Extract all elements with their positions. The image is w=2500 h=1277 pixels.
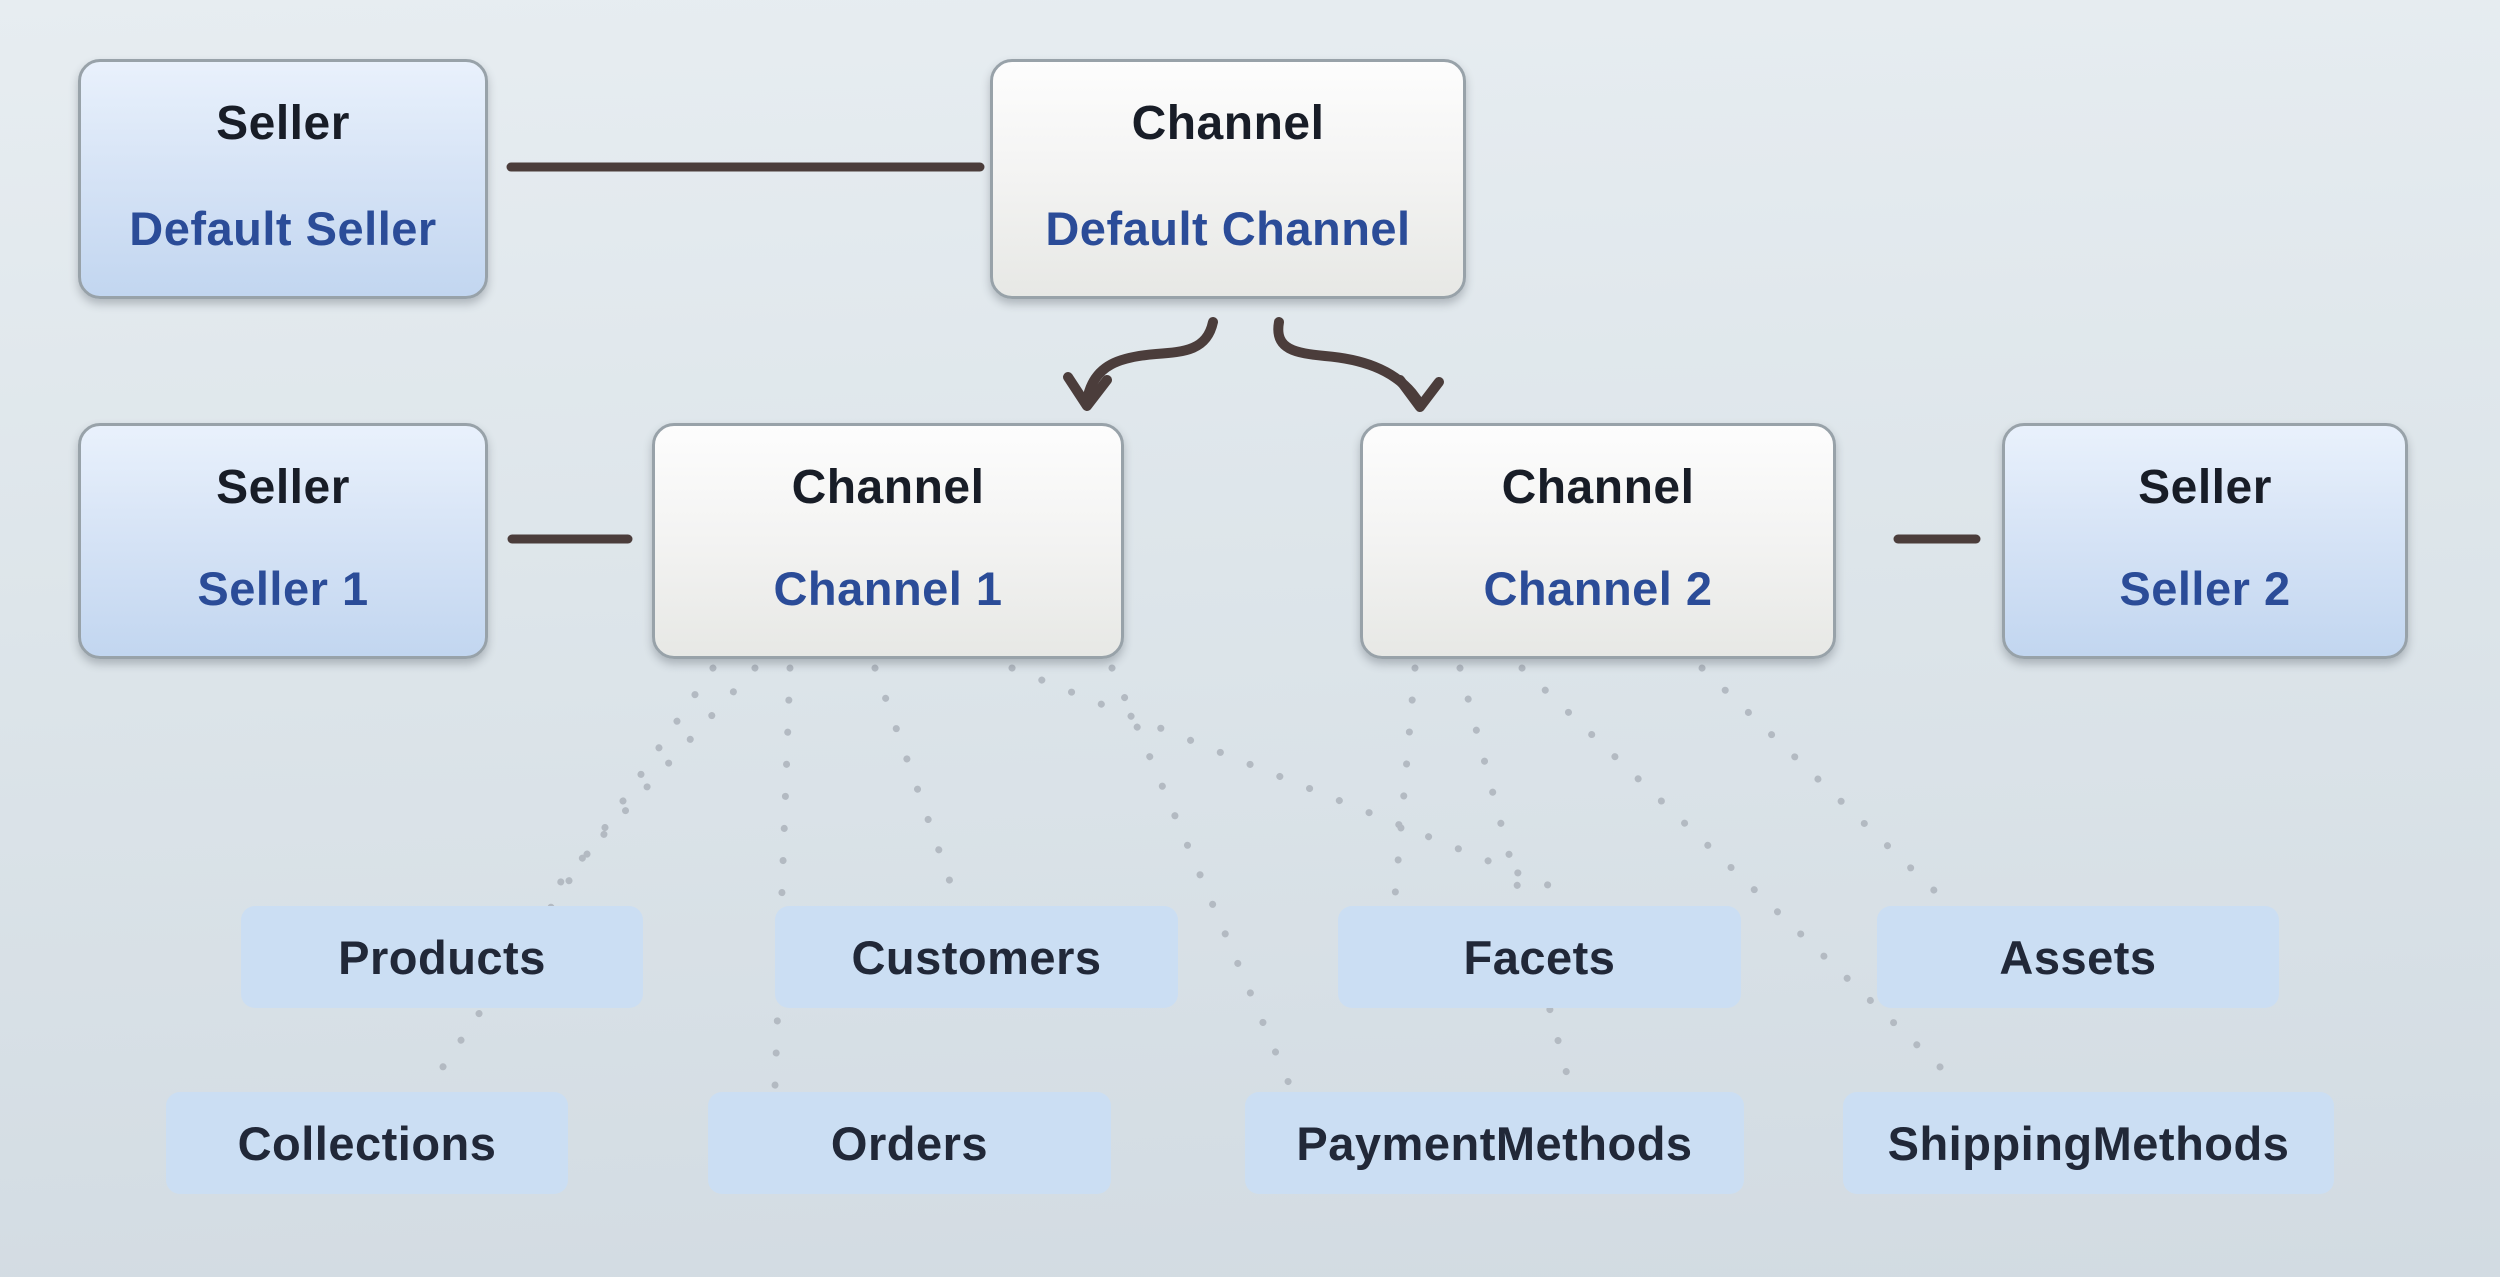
- node-name-label: Channel 1: [773, 562, 1003, 615]
- link-channel2-facets: [1391, 664, 1419, 900]
- link-channel1-orders: [771, 664, 794, 1090]
- entity-products: Products: [241, 906, 643, 1008]
- entity-collections: Collections: [166, 1092, 568, 1194]
- entity-label: Assets: [1999, 930, 2157, 984]
- entity-assets: Assets: [1877, 906, 2279, 1008]
- node-default-channel: Channel Default Channel: [990, 59, 1466, 299]
- node-default-seller: Seller Default Seller: [78, 59, 488, 299]
- entity-paymentmethods: PaymentMethods: [1245, 1092, 1744, 1194]
- arrow-shaft-right: [1273, 317, 1423, 406]
- link-channel2-paymentmethods: [1456, 664, 1574, 1090]
- link-channel1-facets: [1008, 664, 1579, 900]
- entity-label: ShippingMethods: [1887, 1116, 2290, 1170]
- link-channel2-shippingmethods: [1518, 664, 1964, 1090]
- node-seller-2: Seller Seller 2: [2002, 423, 2408, 659]
- link-channel1-paymentmethods: [1108, 664, 1294, 1090]
- arrow-defaultchannel-to-channel2: [1273, 317, 1444, 412]
- node-name-label: Seller 2: [2119, 562, 2291, 615]
- entity-label: Products: [338, 930, 546, 984]
- entity-orders: Orders: [708, 1092, 1111, 1194]
- node-type-label: Channel: [791, 461, 985, 514]
- arrow-shaft-left: [1082, 317, 1218, 406]
- node-type-label: Channel: [1131, 97, 1325, 150]
- node-type-label: Seller: [216, 461, 350, 514]
- node-type-label: Channel: [1501, 461, 1695, 514]
- entity-label: Facets: [1463, 930, 1616, 984]
- node-channel-1: Channel Channel 1: [652, 423, 1124, 659]
- link-channel1-customers: [871, 664, 959, 900]
- node-name-label: Channel 2: [1483, 562, 1713, 615]
- node-seller-1: Seller Seller 1: [78, 423, 488, 659]
- node-type-label: Seller: [2138, 461, 2272, 514]
- entity-shippingmethods: ShippingMethods: [1843, 1092, 2334, 1194]
- arrow-head-left: [1063, 372, 1112, 411]
- node-name-label: Default Channel: [1045, 202, 1411, 255]
- arrow-defaultchannel-to-channel1: [1063, 317, 1218, 411]
- node-name-label: Default Seller: [129, 202, 437, 255]
- node-channel-2: Channel Channel 2: [1360, 423, 1836, 659]
- node-name-label: Seller 1: [197, 562, 369, 615]
- entity-label: Customers: [851, 930, 1102, 984]
- link-channel2-assets: [1698, 664, 1944, 900]
- node-type-label: Seller: [216, 97, 350, 150]
- entity-label: PaymentMethods: [1296, 1116, 1693, 1170]
- entity-label: Orders: [830, 1116, 989, 1170]
- entity-customers: Customers: [775, 906, 1178, 1008]
- entity-label: Collections: [237, 1116, 497, 1170]
- arrow-head-right: [1395, 375, 1444, 412]
- solid-links: [506, 162, 1981, 544]
- link-channel1-products: [544, 664, 759, 900]
- entity-facets: Facets: [1338, 906, 1741, 1008]
- link-channel1-collections: [426, 664, 717, 1090]
- dotted-links: [426, 664, 1964, 1090]
